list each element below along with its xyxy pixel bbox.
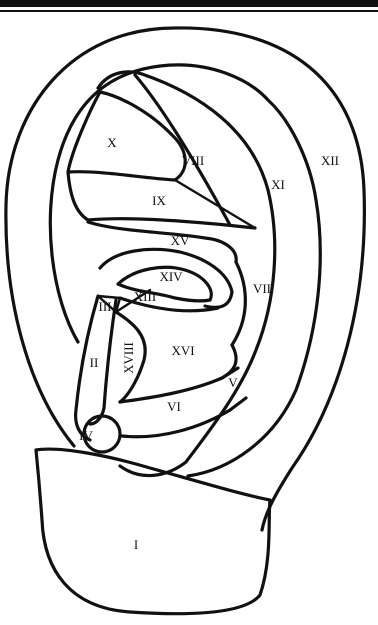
label-xi: XI: [271, 177, 285, 192]
label-xv: XV: [171, 233, 190, 248]
top-border-thick: [0, 0, 378, 7]
label-xiii: XIII: [134, 289, 156, 304]
xv-lower-edge: [88, 222, 236, 262]
label-vi: VI: [167, 399, 181, 414]
label-xii: XII: [321, 153, 339, 168]
label-i: I: [134, 537, 138, 552]
label-ii: II: [90, 355, 99, 370]
label-iv: IV: [79, 428, 93, 443]
helix-outer-outline: [6, 28, 364, 530]
label-iii: III: [99, 299, 112, 314]
top-border-thin: [0, 10, 378, 12]
label-ix: IX: [152, 193, 166, 208]
label-x: X: [107, 135, 117, 150]
label-vii: VII: [253, 281, 271, 296]
label-v: V: [228, 375, 238, 390]
label-xviii: XVIII: [121, 342, 136, 374]
label-xiv: XIV: [159, 269, 183, 284]
antihelix-inner-edge: [232, 262, 245, 345]
antihelix-outline: [98, 72, 275, 476]
v-region-bottom: [230, 398, 246, 410]
label-xvi: XVI: [171, 343, 194, 358]
label-viii: VIII: [182, 153, 204, 168]
